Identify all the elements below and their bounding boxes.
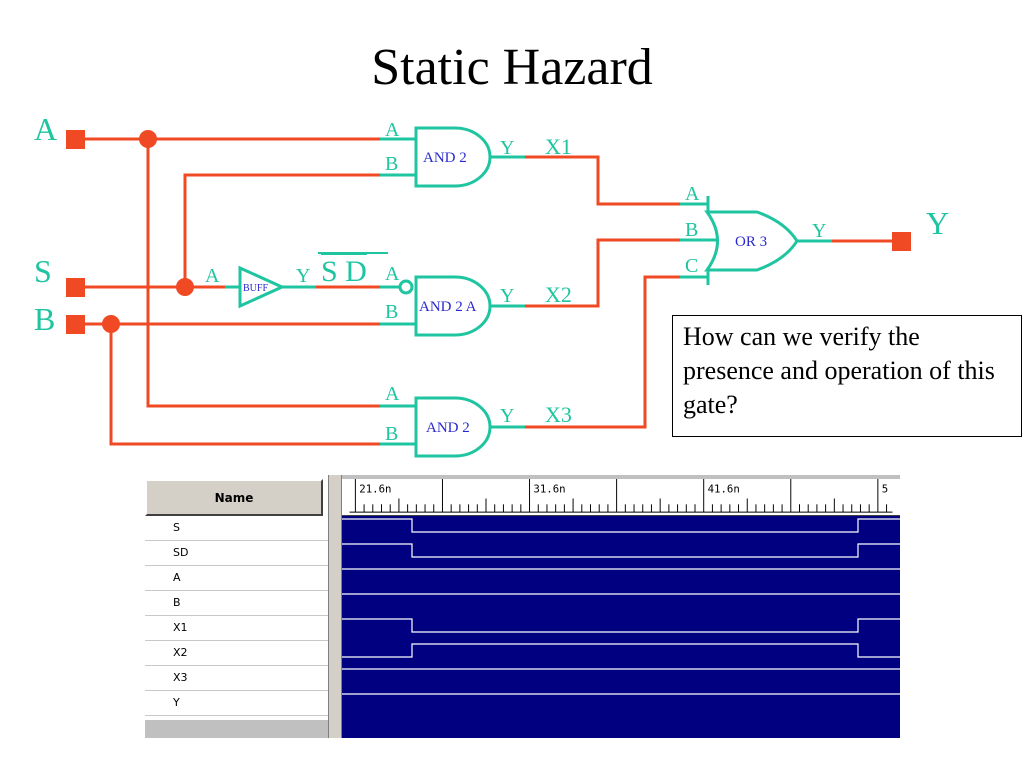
signal-name-row[interactable]: Y: [145, 691, 328, 716]
input-label-s: S: [34, 253, 52, 289]
waveform-trace-x2: [342, 643, 900, 658]
signal-name-row[interactable]: A: [145, 566, 328, 591]
signal-name-row[interactable]: S: [145, 516, 328, 541]
and-top-pin-b: B: [385, 153, 398, 175]
waveform-trace-s: [342, 518, 900, 533]
buffer-gate[interactable]: BUFF A Y: [205, 265, 316, 309]
buffer-pin-y: Y: [296, 265, 310, 287]
and-gate-top[interactable]: AND 2 A B Y: [380, 119, 525, 188]
ruler-ticks: [349, 479, 893, 513]
or-pin-y: Y: [812, 220, 826, 242]
waveform-traces: [342, 516, 900, 738]
and-mid-pin-y: Y: [500, 285, 514, 307]
buffer-gate-label: BUFF: [243, 283, 268, 294]
inversion-bubble: [398, 279, 414, 295]
pane-splitter[interactable]: [328, 475, 342, 738]
ruler-label: 21.6n: [359, 483, 391, 496]
question-box: How can we verify the presence and opera…: [672, 315, 1022, 437]
and-top-pin-a: A: [385, 119, 400, 141]
signal-name-row[interactable]: X1: [145, 616, 328, 641]
and-gate-top-label: AND 2: [423, 150, 467, 166]
input-port-a[interactable]: [66, 130, 85, 149]
input-label-b: B: [34, 301, 55, 337]
name-column-header[interactable]: Name: [145, 479, 323, 516]
waveform-trace-x1: [342, 618, 900, 633]
and-gate-bottom[interactable]: AND 2 A B Y: [380, 383, 525, 458]
net-label-sd: S D: [321, 255, 367, 288]
and-gate-middle-label: AND 2 A: [419, 299, 477, 315]
wire-a-tap: [146, 139, 380, 408]
and-bot-pin-a: A: [385, 383, 400, 405]
net-label-x3: X3: [545, 402, 572, 427]
wires: [84, 137, 892, 446]
waveform-trace-sd: [342, 543, 900, 558]
ruler-label: 31.6n: [533, 483, 565, 496]
wire-x2: [525, 238, 680, 308]
waveform-viewer: Name S SD A B X1 X2 X3 Y 21.6n 31.6n 41.…: [145, 475, 900, 738]
wire-b-tap: [109, 324, 380, 446]
signal-name-row[interactable]: SD: [145, 541, 328, 566]
or-pin-a: A: [685, 183, 700, 205]
junction-a: [139, 130, 157, 148]
or-gate[interactable]: OR 3 A B C Y: [680, 183, 832, 285]
or-pin-b: B: [685, 219, 698, 241]
junction-b: [102, 315, 120, 333]
junction-s: [176, 278, 194, 296]
and-mid-pin-b: B: [385, 301, 398, 323]
circuit-diagram: A S B Y AND 2 A B Y X1 BUFF A Y S D AND …: [34, 111, 949, 458]
signal-name-column: Name S SD A B X1 X2 X3 Y: [145, 475, 328, 738]
and-gate-bottom-label: AND 2: [426, 420, 470, 436]
input-port-s[interactable]: [66, 278, 85, 297]
ruler-label: 41.6n: [708, 483, 740, 496]
or-pin-c: C: [685, 255, 698, 277]
net-label-x2: X2: [545, 282, 572, 307]
and-bot-pin-b: B: [385, 423, 398, 445]
ruler-label: 5: [882, 483, 888, 496]
buffer-pin-a: A: [205, 265, 220, 287]
and-gate-middle[interactable]: AND 2 A A B Y: [380, 263, 525, 337]
slide-title: Static Hazard: [371, 39, 653, 96]
signal-name-row[interactable]: B: [145, 591, 328, 616]
signal-name-row[interactable]: X2: [145, 641, 328, 666]
output-label-y: Y: [926, 205, 949, 241]
net-label-x1: X1: [545, 134, 572, 159]
wire-x3: [525, 275, 680, 429]
wire-s-tap: [183, 173, 380, 287]
wire-x1: [525, 155, 680, 206]
and-bot-pin-y: Y: [500, 405, 514, 427]
output-port-y[interactable]: [892, 232, 911, 251]
input-label-a: A: [34, 111, 57, 147]
input-port-b[interactable]: [66, 315, 85, 334]
signal-name-row[interactable]: X3: [145, 666, 328, 691]
and-mid-pin-a: A: [385, 263, 400, 285]
time-ruler[interactable]: 21.6n 31.6n 41.6n 5: [342, 479, 900, 516]
name-column-footer: [145, 720, 328, 738]
or-gate-label: OR 3: [735, 234, 767, 250]
and-top-pin-y: Y: [500, 137, 514, 159]
